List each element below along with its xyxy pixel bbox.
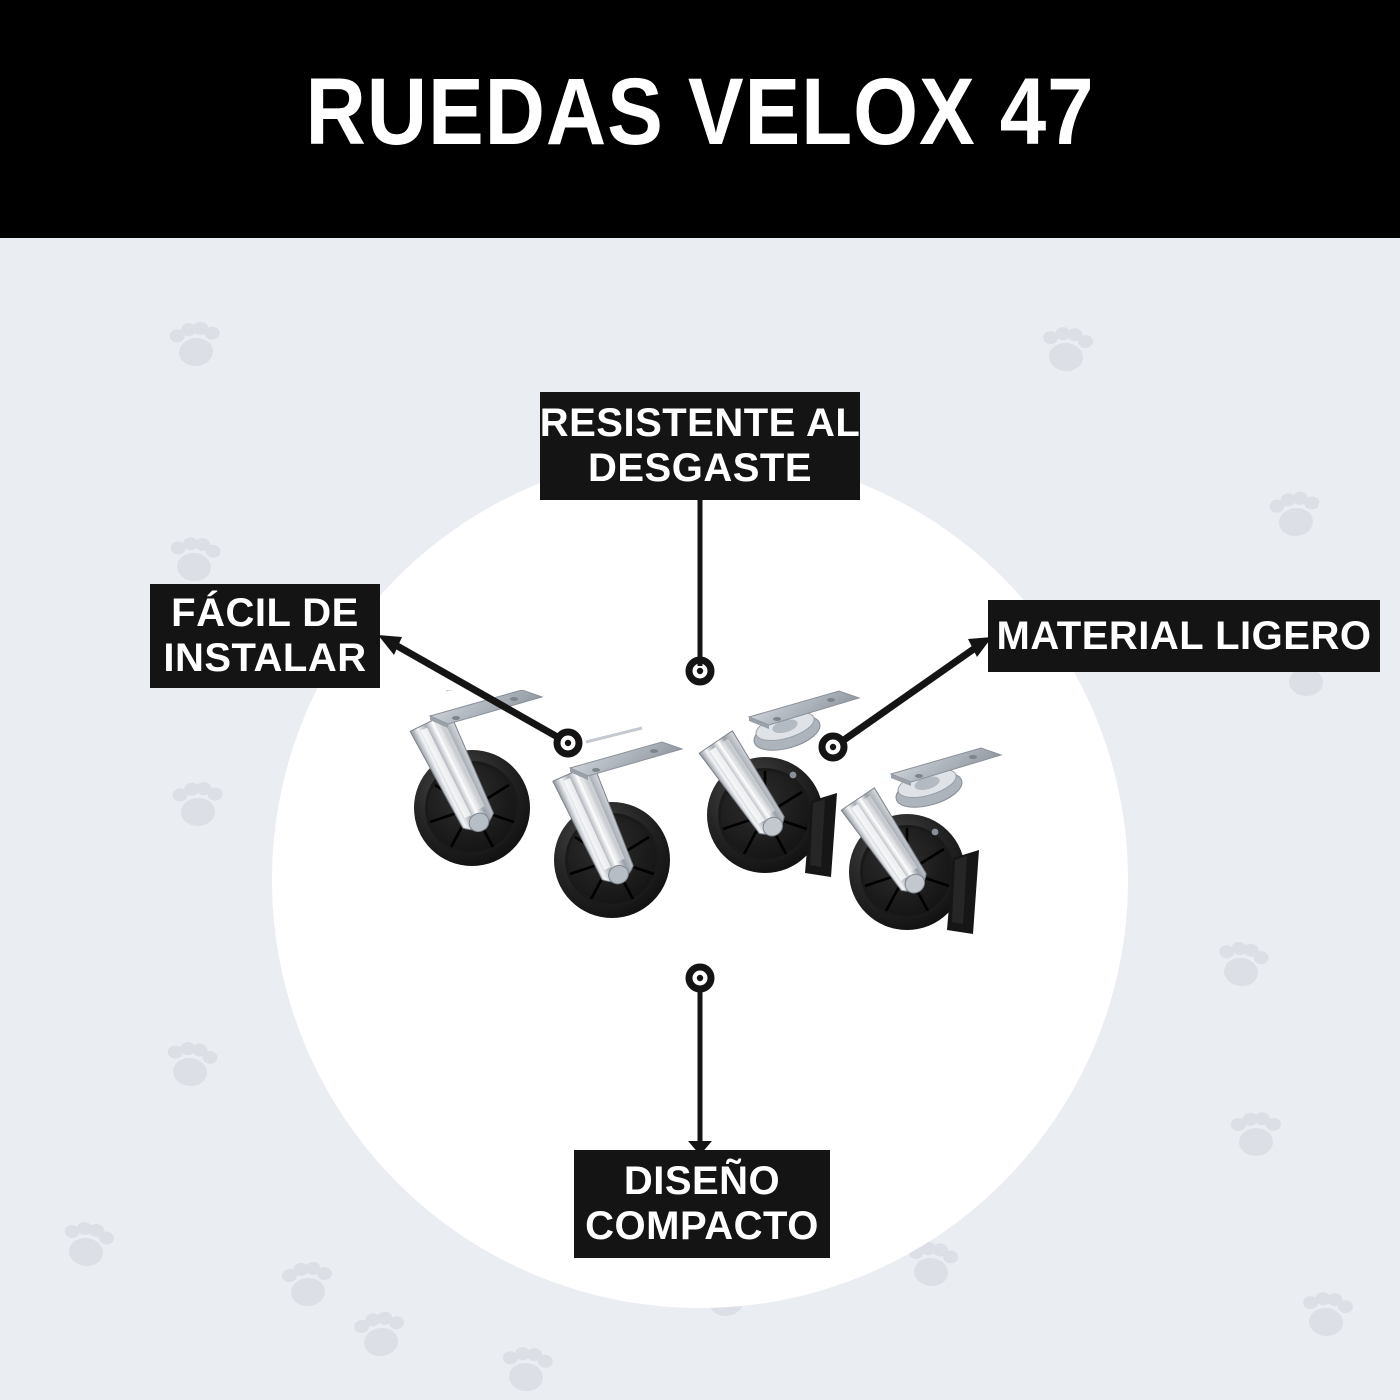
callout-left-line-2: INSTALAR [163, 636, 367, 680]
caster-1-rigid [409, 690, 544, 868]
callout-material-ligero[interactable]: MATERIAL LIGERO [988, 600, 1380, 672]
callout-facil-de-instalar[interactable]: FÁCIL DE INSTALAR [150, 584, 380, 688]
callout-bottom-line-2: COMPACTO [585, 1204, 819, 1248]
callout-resistente-al-desgaste[interactable]: RESISTENTE AL DESGASTE [540, 392, 860, 500]
caster-3-swivel-brake [698, 690, 861, 877]
caster-2-rigid [552, 726, 684, 920]
callout-top-line-2: DESGASTE [587, 446, 813, 490]
page-title: RUEDAS VELOX 47 [305, 59, 1095, 165]
callout-diseno-compacto[interactable]: DISEÑO COMPACTO [574, 1150, 830, 1258]
header-bar: RUEDAS VELOX 47 [0, 0, 1400, 238]
caster-4-swivel-brake [840, 747, 1003, 934]
callout-right-line-1: MATERIAL LIGERO [996, 613, 1372, 658]
callout-top-line-1: RESISTENTE AL [539, 401, 861, 445]
callout-left-line-1: FÁCIL DE [171, 591, 359, 635]
callout-bottom-line-1: DISEÑO [623, 1159, 781, 1203]
caster-wheels-set [409, 690, 1003, 934]
